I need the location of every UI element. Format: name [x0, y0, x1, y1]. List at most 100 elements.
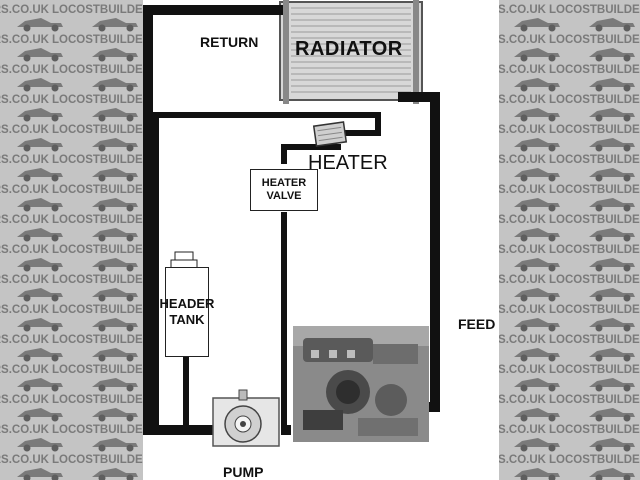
watermark-text: LOCOSTBUILDERS.CO.UK — [0, 64, 50, 76]
watermark-car-icon — [514, 168, 560, 182]
watermark-text: LOCOSTBUILDERS.CO.UK — [549, 154, 640, 166]
valve-pipe-top — [281, 144, 341, 150]
watermark-car-icon — [17, 48, 63, 62]
watermark-text: LOCOSTBUILDERS.CO.UK — [52, 94, 143, 106]
watermark-text: LOCOSTBUILDERS.CO.UK — [549, 274, 640, 286]
watermark-text: LOCOSTBUILDERS.CO.UK — [549, 124, 640, 136]
radiator-image — [279, 0, 423, 104]
watermark-text: LOCOSTBUILDERS.CO.UK — [0, 4, 50, 16]
return-pipe-left — [143, 5, 153, 435]
watermark-car-icon — [514, 198, 560, 212]
watermark-text: LOCOSTBUILDERS.CO.UK — [499, 214, 547, 226]
header-tank-pipe — [183, 355, 189, 427]
radiator-label: RADIATOR — [295, 38, 403, 60]
watermark-car-icon — [589, 438, 635, 452]
watermark-text: LOCOSTBUILDERS.CO.UK — [499, 454, 547, 466]
feed-pipe-right — [430, 92, 440, 412]
watermark-car-icon — [92, 348, 138, 362]
watermark-text: LOCOSTBUILDERS.CO.UK — [0, 214, 50, 226]
watermark-text: LOCOSTBUILDERS.CO.UK — [499, 424, 547, 436]
watermark-text: LOCOSTBUILDERS.CO.UK — [52, 244, 143, 256]
watermark-car-icon — [514, 348, 560, 362]
watermark-text: LOCOSTBUILDERS.CO.UK — [0, 274, 50, 286]
watermark-car-icon — [92, 438, 138, 452]
watermark-text: LOCOSTBUILDERS.CO.UK — [0, 124, 50, 136]
heater-core-image — [312, 121, 348, 147]
watermark-text: LOCOSTBUILDERS.CO.UK — [52, 4, 143, 16]
valve-pipe-up — [281, 144, 287, 164]
watermark-car-icon — [589, 318, 635, 332]
watermark-text: LOCOSTBUILDERS.CO.UK — [549, 424, 640, 436]
return-label: RETURN — [200, 34, 259, 50]
watermark-car-icon — [17, 468, 63, 480]
watermark-text: LOCOSTBUILDERS.CO.UK — [499, 334, 547, 346]
watermark-car-icon — [17, 138, 63, 152]
watermark-car-icon — [589, 348, 635, 362]
watermark-text: LOCOSTBUILDERS.CO.UK — [52, 64, 143, 76]
watermark-text: LOCOSTBUILDERS.CO.UK — [0, 34, 50, 46]
watermark-text: LOCOSTBUILDERS.CO.UK — [549, 4, 640, 16]
watermark-car-icon — [17, 228, 63, 242]
watermark-car-icon — [17, 378, 63, 392]
watermark-car-icon — [514, 138, 560, 152]
watermark-car-icon — [92, 258, 138, 272]
watermark-car-icon — [17, 18, 63, 32]
watermark-car-icon — [589, 378, 635, 392]
watermark-text: LOCOSTBUILDERS.CO.UK — [0, 454, 50, 466]
heater-pipe-right-vertical — [375, 112, 381, 136]
watermark-car-icon — [589, 108, 635, 122]
watermark-car-icon — [589, 468, 635, 480]
watermark-car-icon — [92, 108, 138, 122]
watermark-car-icon — [17, 198, 63, 212]
watermark-text: LOCOSTBUILDERS.CO.UK — [52, 214, 143, 226]
watermark-car-icon — [17, 438, 63, 452]
watermark-text: LOCOSTBUILDERS.CO.UK — [52, 334, 143, 346]
heater-label: HEATER — [308, 152, 388, 174]
watermark-text: LOCOSTBUILDERS.CO.UK — [0, 334, 50, 346]
watermark-car-icon — [17, 78, 63, 92]
watermark-car-icon — [514, 468, 560, 480]
watermark-text: LOCOSTBUILDERS.CO.UK — [549, 94, 640, 106]
watermark-car-icon — [514, 228, 560, 242]
watermark-text: LOCOSTBUILDERS.CO.UK — [549, 364, 640, 376]
watermark-text: LOCOSTBUILDERS.CO.UK — [499, 274, 547, 286]
watermark-strip-right: LOCOSTBUILDERS.CO.UKLOCOSTBUILDERS.CO.UK… — [499, 0, 640, 480]
watermark-text: LOCOSTBUILDERS.CO.UK — [52, 274, 143, 286]
watermark-car-icon — [92, 198, 138, 212]
watermark-text: LOCOSTBUILDERS.CO.UK — [52, 124, 143, 136]
watermark-car-icon — [589, 198, 635, 212]
watermark-car-icon — [514, 288, 560, 302]
engine-photo — [293, 326, 429, 442]
watermark-text: LOCOSTBUILDERS.CO.UK — [0, 364, 50, 376]
feed-pipe-bottom — [425, 402, 440, 412]
watermark-text: LOCOSTBUILDERS.CO.UK — [549, 214, 640, 226]
watermark-car-icon — [92, 378, 138, 392]
watermark-car-icon — [92, 468, 138, 480]
watermark-text: LOCOSTBUILDERS.CO.UK — [52, 184, 143, 196]
watermark-text: LOCOSTBUILDERS.CO.UK — [52, 454, 143, 466]
watermark-text: LOCOSTBUILDERS.CO.UK — [499, 34, 547, 46]
watermark-text: LOCOSTBUILDERS.CO.UK — [0, 244, 50, 256]
watermark-text: LOCOSTBUILDERS.CO.UK — [549, 454, 640, 466]
watermark-car-icon — [589, 18, 635, 32]
watermark-car-icon — [17, 408, 63, 422]
watermark-car-icon — [514, 78, 560, 92]
watermark-text: LOCOSTBUILDERS.CO.UK — [549, 64, 640, 76]
watermark-text: LOCOSTBUILDERS.CO.UK — [52, 304, 143, 316]
watermark-car-icon — [17, 108, 63, 122]
watermark-car-icon — [589, 78, 635, 92]
heater-return-left — [153, 112, 159, 432]
watermark-text: LOCOSTBUILDERS.CO.UK — [0, 94, 50, 106]
watermark-car-icon — [92, 228, 138, 242]
watermark-text: LOCOSTBUILDERS.CO.UK — [0, 424, 50, 436]
watermark-car-icon — [92, 138, 138, 152]
watermark-car-icon — [589, 48, 635, 62]
watermark-car-icon — [589, 408, 635, 422]
watermark-text: LOCOSTBUILDERS.CO.UK — [52, 34, 143, 46]
watermark-car-icon — [589, 228, 635, 242]
header-tank-label-line1: HEADER — [159, 296, 215, 311]
watermark-text: LOCOSTBUILDERS.CO.UK — [549, 244, 640, 256]
watermark-text: LOCOSTBUILDERS.CO.UK — [499, 4, 547, 16]
watermark-text: LOCOSTBUILDERS.CO.UK — [499, 124, 547, 136]
watermark-text: LOCOSTBUILDERS.CO.UK — [549, 304, 640, 316]
